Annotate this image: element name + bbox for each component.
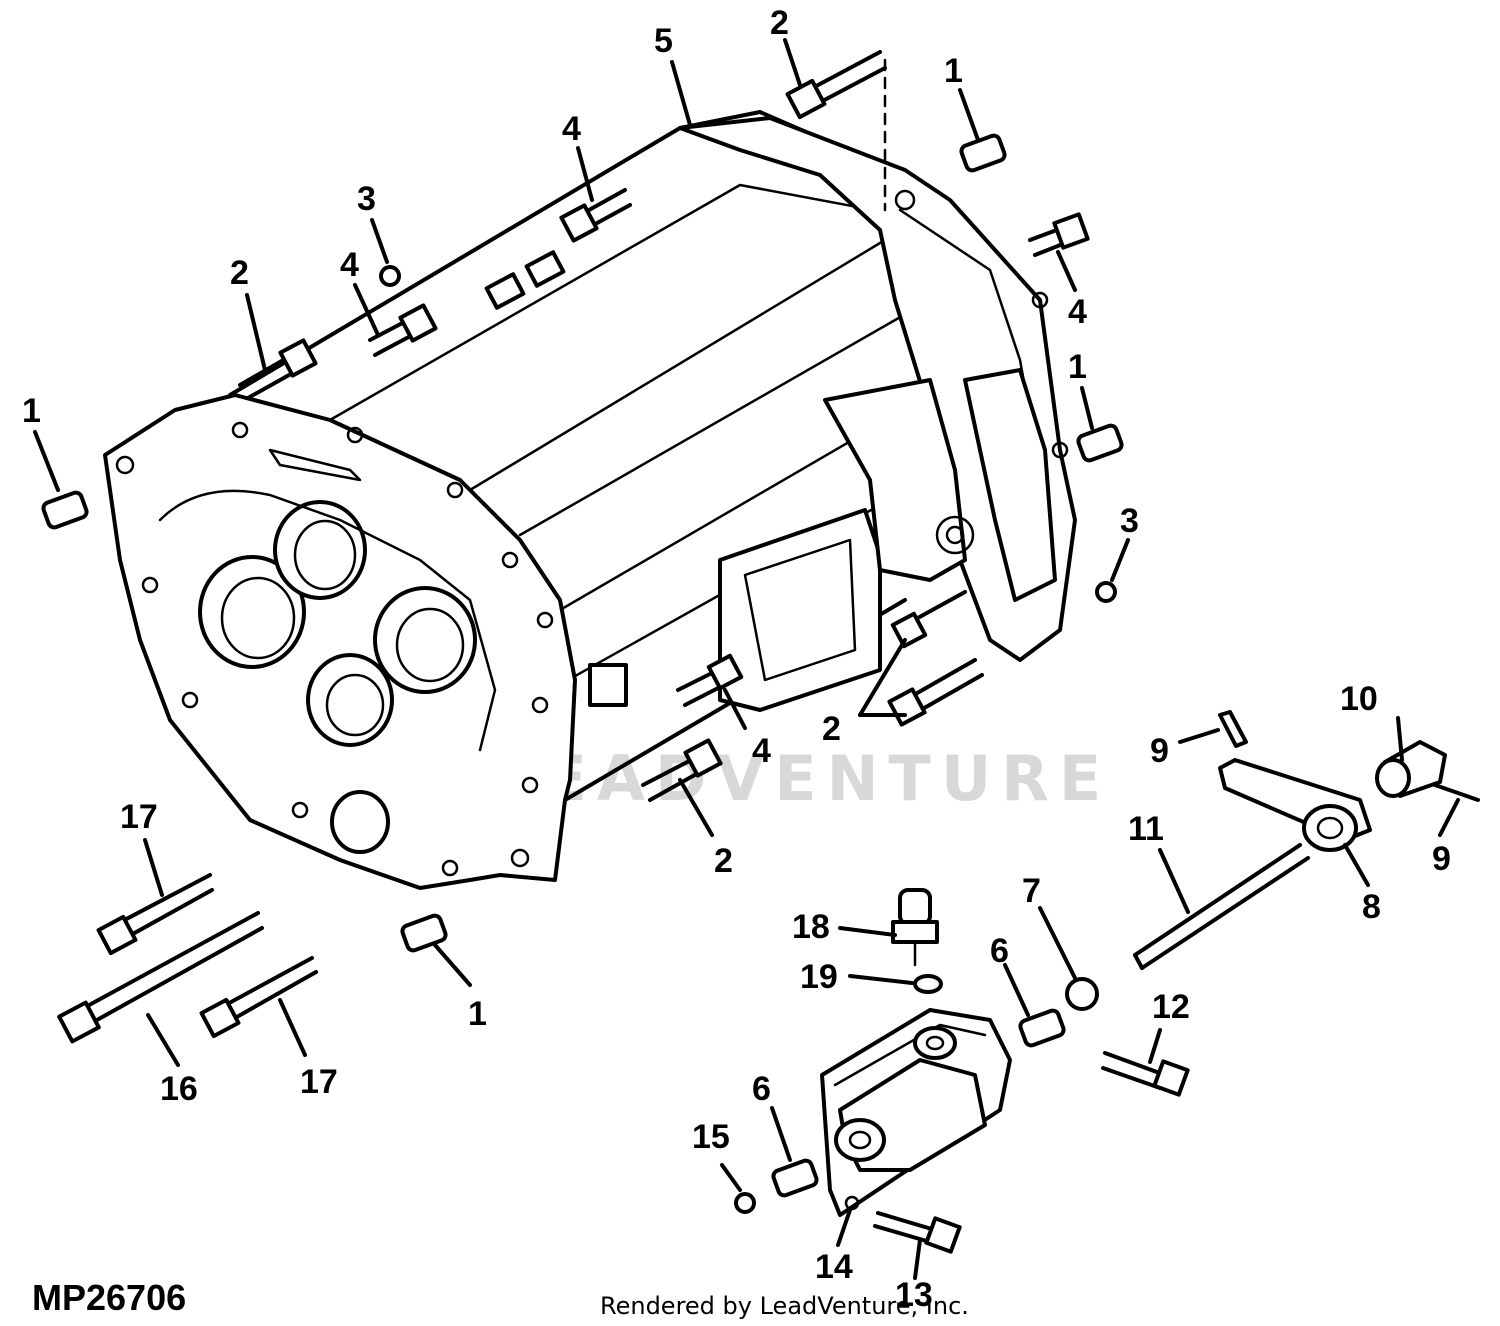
pump-14	[820, 1008, 1012, 1217]
callout-3-top: 3	[357, 180, 376, 218]
dowel-1-bottom	[400, 913, 448, 953]
callout-17-bottom: 17	[300, 1063, 338, 1101]
callout-18: 18	[792, 908, 830, 946]
dowel-1-top-right	[959, 133, 1007, 173]
callout-7: 7	[1022, 872, 1041, 910]
callouts: 5 2 1 4 3 4 2 4 1 1 3 2 4 10 9 9 11 8 2 …	[22, 4, 1451, 1314]
callout-15: 15	[692, 1118, 730, 1156]
callout-1-left: 1	[22, 392, 41, 430]
bolt-4-right	[1028, 212, 1090, 257]
callout-1-right: 1	[1068, 348, 1087, 386]
callout-2-lower-right: 2	[822, 710, 841, 748]
dowel-1-left	[41, 490, 89, 530]
callout-12: 12	[1152, 988, 1190, 1026]
transmission-housing	[103, 110, 1077, 890]
lever-8	[1218, 758, 1372, 852]
callout-5: 5	[654, 22, 673, 60]
callout-17-top: 17	[120, 798, 158, 836]
collar-10	[1375, 740, 1447, 798]
callout-19: 19	[800, 958, 838, 996]
callout-11: 11	[1128, 810, 1164, 848]
callout-1-bottom: 1	[468, 995, 487, 1033]
callout-16: 16	[160, 1070, 198, 1108]
bolt-2-left	[238, 338, 318, 400]
bolts-2-lower-right	[887, 590, 984, 727]
nut-15	[734, 1192, 756, 1214]
bolt-16	[57, 911, 264, 1044]
callout-13: 13	[895, 1276, 933, 1314]
sensor-18	[891, 888, 939, 967]
washer-19	[913, 974, 943, 994]
bolt-17-bottom	[199, 956, 318, 1039]
callout-6-right: 6	[990, 932, 1009, 970]
callout-14: 14	[815, 1248, 853, 1286]
roll-pin-9-right	[1433, 783, 1480, 802]
callout-4-right: 4	[1068, 293, 1087, 331]
callout-4-left: 4	[340, 246, 359, 284]
nut-3-top	[379, 265, 401, 287]
bolt-4-top	[559, 188, 632, 243]
watermark: LEADVENTURE	[495, 742, 1111, 815]
credit-line: Rendered by LeadVenture, Inc.	[600, 1292, 969, 1320]
callout-3-right: 3	[1120, 502, 1139, 540]
dowel-6-left	[771, 1158, 819, 1198]
figure-id: MP26706	[32, 1277, 186, 1318]
bolt-2-bottom	[641, 738, 723, 802]
dowel-1-right	[1076, 423, 1124, 463]
callout-6-left: 6	[752, 1070, 771, 1108]
dowel-6-right	[1018, 1008, 1066, 1048]
bolt-2-top	[785, 50, 887, 120]
callout-9-left: 9	[1150, 732, 1169, 770]
bolt-4-left	[368, 303, 438, 357]
callout-1-top-right: 1	[944, 52, 963, 90]
callout-2-bottom: 2	[714, 842, 733, 880]
roll-pin-9-left	[1218, 710, 1248, 748]
callout-8: 8	[1362, 888, 1381, 926]
shaft-11	[1133, 843, 1310, 970]
nut-3-right	[1095, 581, 1117, 603]
callout-2-top: 2	[770, 4, 789, 42]
callout-4-lower: 4	[752, 732, 771, 770]
bolt-12	[1101, 1051, 1190, 1097]
bolt-17-top	[96, 873, 214, 956]
callout-2-left: 2	[230, 254, 249, 292]
callout-9-right: 9	[1432, 840, 1451, 878]
bolt-4-lower	[676, 653, 744, 707]
seal-7	[1065, 977, 1099, 1011]
callout-4-top: 4	[562, 110, 581, 148]
callout-10: 10	[1340, 680, 1378, 718]
leader-lines	[33, 38, 1460, 1280]
